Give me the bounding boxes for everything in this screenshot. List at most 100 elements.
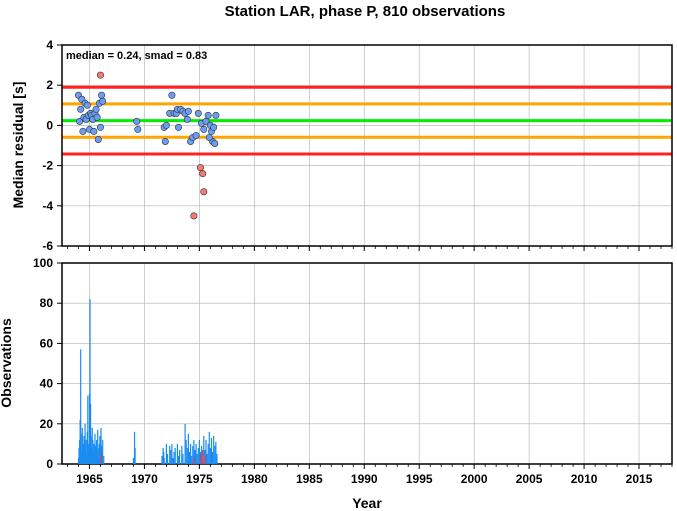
observation-bar (209, 447, 211, 464)
observation-bar (179, 449, 181, 464)
observations-panel-frame (61, 262, 673, 465)
observation-bar (102, 439, 104, 464)
residual-point (190, 212, 198, 220)
residual-point (83, 101, 91, 109)
observation-bar (103, 455, 105, 464)
observations-y-axis-label: Observations (0, 318, 14, 408)
observation-bar (84, 423, 86, 464)
observation-bar (216, 453, 218, 464)
observation-bar (80, 349, 82, 464)
residual-y-axis-label: Median residual [s] (10, 82, 26, 209)
x-tick-label: 1985 (296, 472, 323, 486)
residual-point (202, 117, 210, 125)
observation-bar (100, 453, 103, 464)
observation-bar (191, 455, 193, 464)
observation-bar (193, 439, 195, 464)
residual-point (199, 170, 207, 178)
residual-point (210, 123, 218, 131)
residual-panel: median = 0.24, smad = 0.83 Median residu… (10, 38, 673, 253)
x-tick-label: 1975 (186, 472, 213, 486)
residual-y-tick-label: -2 (42, 159, 53, 173)
residual-point (92, 105, 100, 113)
observation-bar (94, 445, 97, 464)
observation-bar (213, 435, 215, 464)
residual-point (96, 71, 104, 79)
residual-point (133, 117, 141, 125)
observation-bar (172, 457, 174, 464)
residual-point (175, 123, 183, 131)
x-tick-label: 1995 (406, 472, 433, 486)
observation-bar (211, 451, 214, 464)
residual-point (192, 131, 200, 139)
x-tick-label: 2015 (626, 472, 653, 486)
observation-bar (188, 451, 191, 464)
observations-y-tick-label: 60 (40, 336, 54, 350)
residual-point (205, 133, 213, 141)
residual-point (96, 123, 104, 131)
residual-point (161, 137, 169, 145)
observation-bar (92, 439, 94, 464)
observation-bar (174, 447, 176, 464)
observation-bar (182, 453, 184, 464)
residual-point (183, 115, 191, 123)
residual-point (194, 109, 202, 117)
observation-bar (85, 439, 87, 464)
residual-point (79, 127, 87, 135)
residual-point (168, 91, 176, 99)
residual-point (77, 105, 85, 113)
observations-y-tick-label: 40 (40, 377, 54, 391)
x-tick-label: 1970 (131, 472, 158, 486)
observation-bar (181, 445, 183, 464)
observation-bar (185, 439, 187, 464)
observation-bar (195, 443, 197, 464)
observation-bar (165, 443, 168, 464)
residual-point (99, 97, 107, 105)
observation-bar (206, 453, 208, 464)
residual-point (93, 113, 101, 121)
observation-bar (202, 449, 204, 464)
observations-y-tick-label: 100 (33, 256, 53, 270)
residual-point (211, 139, 219, 147)
observation-bar (132, 457, 135, 464)
observation-bar (208, 431, 210, 464)
observation-bar (205, 439, 207, 464)
observation-bar (192, 445, 194, 464)
x-tick-label: 2010 (571, 472, 598, 486)
residual-point (200, 125, 208, 133)
observation-bar (214, 445, 216, 464)
residual-point (204, 111, 212, 119)
observation-bar (199, 453, 202, 464)
observations-y-tick-label: 80 (40, 296, 54, 310)
observation-bar (196, 453, 198, 464)
observation-bar (173, 451, 175, 464)
observation-bar (82, 443, 84, 464)
residual-point (162, 121, 170, 129)
observation-bar (87, 395, 89, 464)
x-tick-label: 1990 (351, 472, 378, 486)
residual-point (76, 117, 84, 125)
observation-bar (166, 453, 169, 464)
observation-bar (207, 443, 209, 464)
observation-bar (197, 447, 199, 464)
chart-title: Station LAR, phase P, 810 observations (225, 3, 506, 20)
observation-bar (97, 429, 99, 464)
observation-bar (177, 455, 180, 464)
residual-y-tick-label: -6 (42, 239, 53, 253)
observation-bar (186, 447, 188, 464)
observation-bar (210, 437, 213, 464)
observation-bar (89, 299, 91, 464)
observation-bar (97, 447, 99, 464)
observation-bar (194, 449, 196, 464)
observation-bar (133, 431, 136, 464)
observation-bar (176, 443, 179, 464)
x-axis-label: Year (352, 495, 382, 511)
observation-bar (189, 443, 192, 464)
observation-bar (215, 441, 217, 464)
residual-point (134, 125, 142, 133)
residual-point (98, 91, 106, 99)
observation-bar (80, 433, 82, 464)
residual-panel-frame (61, 44, 673, 247)
x-tick-label: 1980 (241, 472, 268, 486)
